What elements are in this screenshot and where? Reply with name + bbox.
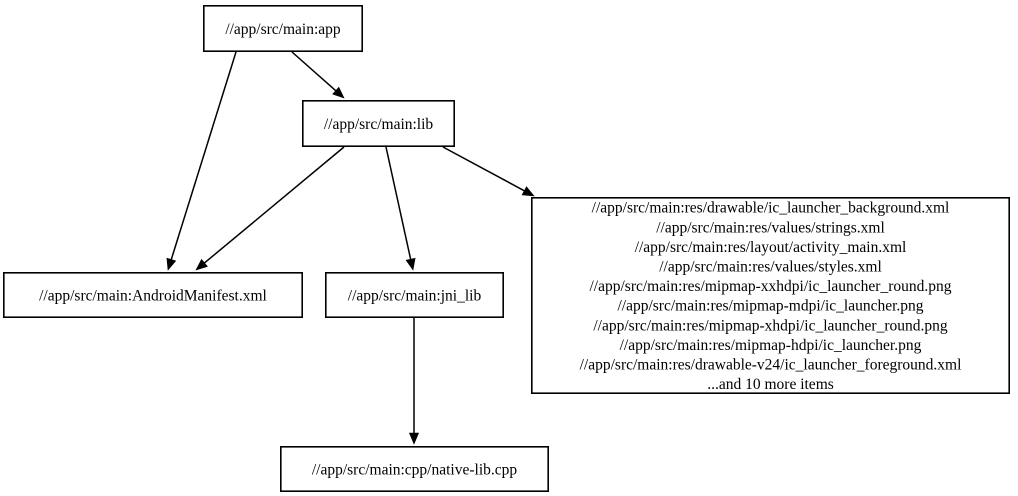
- arrowhead-icon: [408, 432, 420, 445]
- node-label: //app/src/main:lib: [324, 116, 434, 133]
- node-label-line: //app/src/main:jni_lib: [348, 287, 482, 304]
- arrowhead-icon: [166, 257, 177, 271]
- node-border: [279, 445, 549, 492]
- edges-layer: [166, 51, 535, 445]
- arrowhead-icon: [405, 257, 416, 271]
- node-label: //app/src/main:AndroidManifest.xml: [39, 287, 267, 304]
- node-label-line: //app/src/main:res/mipmap-mdpi/ic_launch…: [617, 298, 923, 315]
- node-border: [2, 271, 303, 318]
- nodes-layer: //app/src/main:app //app/src/main:lib //ap…: [2, 5, 1010, 492]
- graph-edge-lib-to-res_group: [442, 146, 535, 197]
- graph-edge-jni_lib-to-native: [408, 318, 420, 445]
- node-label: //app/src/main:jni_lib: [348, 287, 482, 304]
- node-label-line: //app/src/main:res/values/strings.xml: [656, 219, 885, 236]
- graph-node-app[interactable]: //app/src/main:app: [203, 5, 363, 53]
- node-border: [530, 197, 1010, 394]
- node-label: //app/src/main:res/drawable/ic_launcher_…: [580, 200, 962, 393]
- node-label-line: //app/src/main:res/mipmap-xhdpi/ic_launc…: [593, 317, 948, 334]
- node-label-line: //app/src/main:res/drawable-v24/ic_launc…: [580, 357, 962, 374]
- graph-node-manifest[interactable]: //app/src/main:AndroidManifest.xml: [2, 271, 303, 318]
- node-label-line: ...and 10 more items: [707, 376, 834, 393]
- node-label-line: //app/src/main:res/values/styles.xml: [659, 259, 882, 276]
- edge-line: [203, 146, 345, 264]
- node-label: //app/src/main:cpp/native-lib.cpp: [312, 461, 518, 478]
- node-label: //app/src/main:app: [225, 21, 341, 38]
- arrowhead-icon: [195, 258, 208, 271]
- node-label-line: //app/src/main:res/mipmap-hdpi/ic_launch…: [620, 337, 922, 354]
- arrowhead-icon: [521, 186, 535, 197]
- node-label-line: //app/src/main:cpp/native-lib.cpp: [312, 461, 518, 478]
- graph-edge-app-to-lib: [291, 51, 345, 99]
- graph-node-jni_lib[interactable]: //app/src/main:jni_lib: [324, 271, 504, 318]
- edge-line: [291, 51, 337, 92]
- graph-node-lib[interactable]: //app/src/main:lib: [301, 100, 455, 148]
- node-border: [301, 100, 455, 148]
- node-label-line: //app/src/main:AndroidManifest.xml: [39, 287, 267, 304]
- graph-node-native_lib[interactable]: //app/src/main:cpp/native-lib.cpp: [279, 445, 549, 492]
- node-label-line: //app/src/main:lib: [324, 116, 434, 133]
- node-label-line: //app/src/main:res/drawable/ic_launcher_…: [592, 200, 950, 217]
- node-border: [203, 5, 363, 53]
- edge-line: [442, 146, 525, 192]
- node-label-line: //app/src/main:res/mipmap-xxhdpi/ic_laun…: [589, 278, 951, 295]
- graph-edge-lib-to-jni_lib: [385, 146, 416, 271]
- edge-line: [170, 51, 237, 260]
- node-label-line: //app/src/main:app: [225, 21, 341, 38]
- graph-edge-app-to-manifest: [166, 51, 237, 271]
- node-border: [324, 271, 504, 318]
- node-label-line: //app/src/main:res/layout/activity_main.…: [635, 239, 907, 256]
- graph-edge-lib-to-manifest: [195, 146, 345, 271]
- arrowhead-icon: [332, 86, 345, 99]
- graph-node-res_group[interactable]: //app/src/main:res/drawable/ic_launcher_…: [530, 197, 1010, 394]
- edge-line: [385, 146, 412, 260]
